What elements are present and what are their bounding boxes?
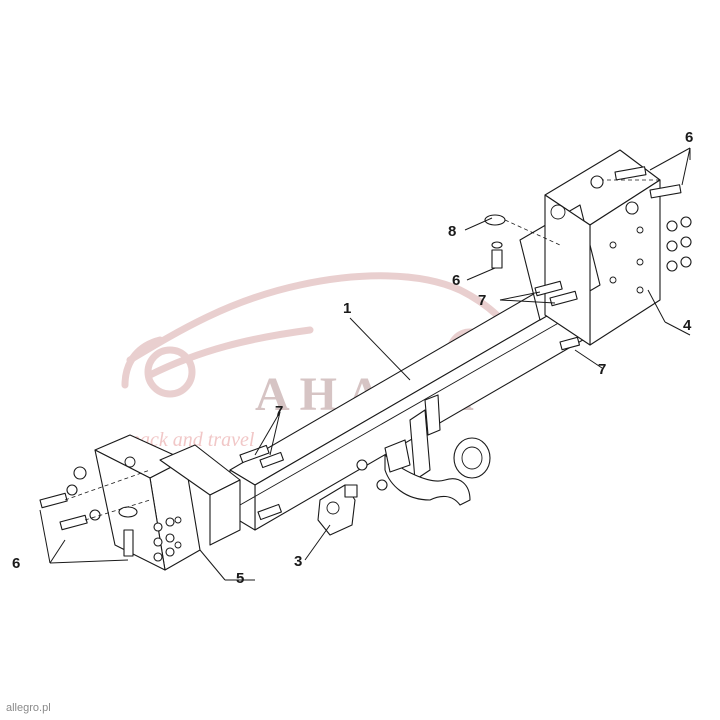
callout-labels: 1 3 4 5 6 6 6 7 7 7 8 xyxy=(12,129,693,587)
callout-8: 8 xyxy=(448,223,456,240)
callout-7-right: 7 xyxy=(598,361,606,378)
callout-6-middle: 6 xyxy=(452,272,460,289)
footer-source-label: allegro.pl xyxy=(6,702,51,714)
callout-6-left: 6 xyxy=(12,555,20,572)
callout-7-middle: 7 xyxy=(478,292,486,309)
callout-3: 3 xyxy=(294,553,302,570)
callout-1: 1 xyxy=(343,300,351,317)
callout-6-top: 6 xyxy=(685,129,693,146)
watermark-tagline: pack and travel xyxy=(128,429,255,451)
electrical-socket-plate xyxy=(317,484,358,536)
callout-7-left: 7 xyxy=(275,403,283,420)
leader-lines xyxy=(39,147,691,581)
tow-ball-hook xyxy=(356,394,491,506)
callout-4: 4 xyxy=(683,317,692,334)
right-mounting-bracket xyxy=(519,149,661,346)
callout-5: 5 xyxy=(236,570,244,587)
hardware-bolts xyxy=(39,166,692,562)
